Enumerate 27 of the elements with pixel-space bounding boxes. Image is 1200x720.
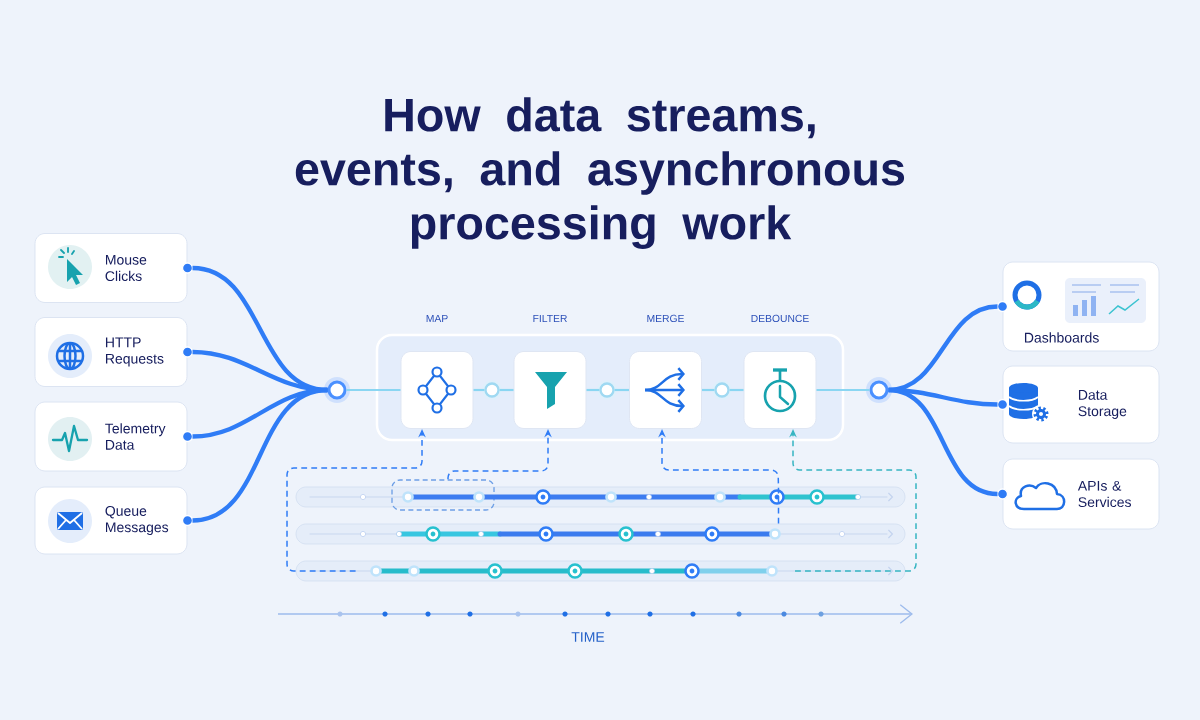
title: How data streams, events, and asynchronous processing work xyxy=(295,97,905,249)
axis-label: TIME xyxy=(571,632,605,642)
node-label: MERGE xyxy=(647,314,684,323)
connector-line xyxy=(586,388,600,392)
flow-line xyxy=(888,387,998,497)
node-label: MAP xyxy=(426,314,448,322)
connector-line xyxy=(499,388,514,392)
connector-ring xyxy=(597,380,617,400)
node-label: FILTER xyxy=(533,314,567,322)
window-outline xyxy=(391,479,495,511)
junction-circle xyxy=(324,377,350,403)
node-label: DEBOUNCE xyxy=(751,314,809,323)
flow-line xyxy=(192,387,328,523)
junction-circle xyxy=(866,377,892,403)
operator-tile: FILTER xyxy=(513,314,587,429)
destination-card: APIs & Services xyxy=(1002,458,1160,530)
connector-line xyxy=(816,388,870,392)
operator-tile: MERGE xyxy=(629,314,702,429)
connector-line xyxy=(346,388,401,392)
connector-line xyxy=(614,388,629,392)
connector-line xyxy=(702,388,715,392)
operator-tile: MAP xyxy=(400,314,474,429)
connector-line xyxy=(729,388,744,392)
connector-ring xyxy=(712,380,732,400)
connector-ring xyxy=(482,380,502,400)
operator-tile: DEBOUNCE xyxy=(743,314,817,429)
connector-line xyxy=(473,388,485,392)
